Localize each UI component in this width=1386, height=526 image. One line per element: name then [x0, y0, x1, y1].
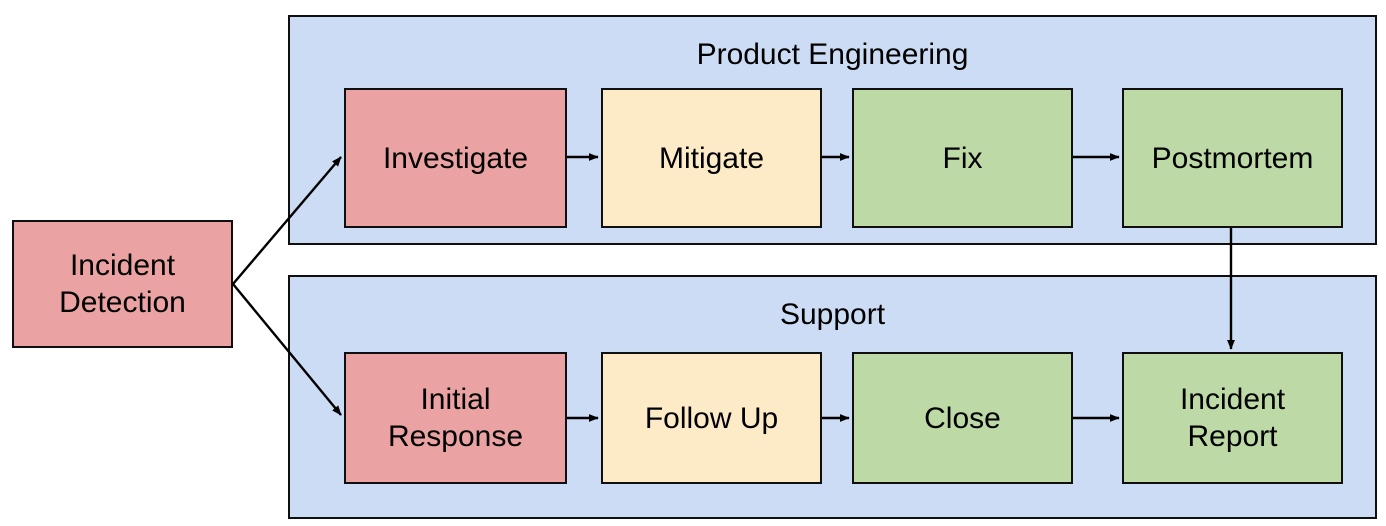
node-incident-report[interactable]: Incident Report	[1122, 352, 1343, 484]
node-initial-response[interactable]: Initial Response	[344, 352, 567, 484]
node-label-postmortem: Postmortem	[1151, 141, 1314, 175]
node-label-line2: Report	[1187, 420, 1278, 453]
node-investigate[interactable]: Investigate	[344, 88, 567, 228]
node-label-line1: Incident	[1179, 383, 1286, 416]
node-label-follow-up: Follow Up	[644, 401, 779, 435]
swimlane-title-support: Support	[779, 298, 886, 331]
node-label-line2: Response	[387, 420, 524, 453]
node-label-fix: Fix	[942, 141, 983, 175]
node-label-line1: Incident	[69, 249, 176, 282]
node-label-line1: Initial	[420, 383, 491, 416]
node-label-line2: Detection	[59, 286, 186, 319]
node-follow-up[interactable]: Follow Up	[601, 352, 822, 484]
node-mitigate[interactable]: Mitigate	[601, 88, 822, 228]
node-label-incident-detection: Incident Detection	[51, 247, 194, 321]
node-close[interactable]: Close	[852, 352, 1073, 484]
node-incident-detection[interactable]: Incident Detection	[12, 220, 233, 348]
node-label-close: Close	[924, 401, 1001, 435]
node-postmortem[interactable]: Postmortem	[1122, 88, 1343, 228]
node-label-incident-report: Incident Report	[1172, 381, 1293, 455]
node-label-mitigate: Mitigate	[658, 141, 765, 175]
swimlane-title-product-engineering: Product Engineering	[696, 38, 969, 71]
node-label-investigate: Investigate	[382, 141, 529, 175]
node-fix[interactable]: Fix	[852, 88, 1073, 228]
node-label-initial-response: Initial Response	[380, 381, 531, 455]
